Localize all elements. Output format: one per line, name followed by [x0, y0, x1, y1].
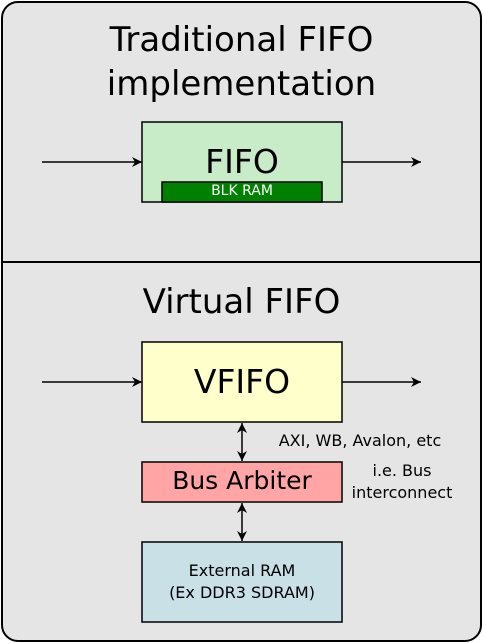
traditional-title-line1: Traditional FIFO: [109, 20, 374, 60]
bus-arbiter-label: Bus Arbiter: [172, 466, 312, 495]
interconnect-label-line2: interconnect: [351, 483, 453, 502]
fifo-label: FIFO: [205, 142, 279, 181]
bus-arbiter-box: [141, 461, 343, 503]
vfifo-label: VFIFO: [193, 362, 291, 401]
external-ram-box: [141, 541, 343, 623]
vfifo-box: [141, 341, 343, 423]
virtual-title: Virtual FIFO: [142, 282, 341, 322]
external-ram-label-line2: (Ex DDR3 SDRAM): [169, 583, 315, 602]
traditional-title-line2: implementation: [106, 64, 377, 104]
external-ram-label-line1: External RAM: [188, 561, 296, 580]
blkram-box: [161, 181, 323, 203]
bus-types-label: AXI, WB, Avalon, etc: [278, 431, 442, 450]
blkram-label: BLK RAM: [211, 183, 273, 199]
interconnect-label-line1: i.e. Bus: [372, 461, 432, 480]
